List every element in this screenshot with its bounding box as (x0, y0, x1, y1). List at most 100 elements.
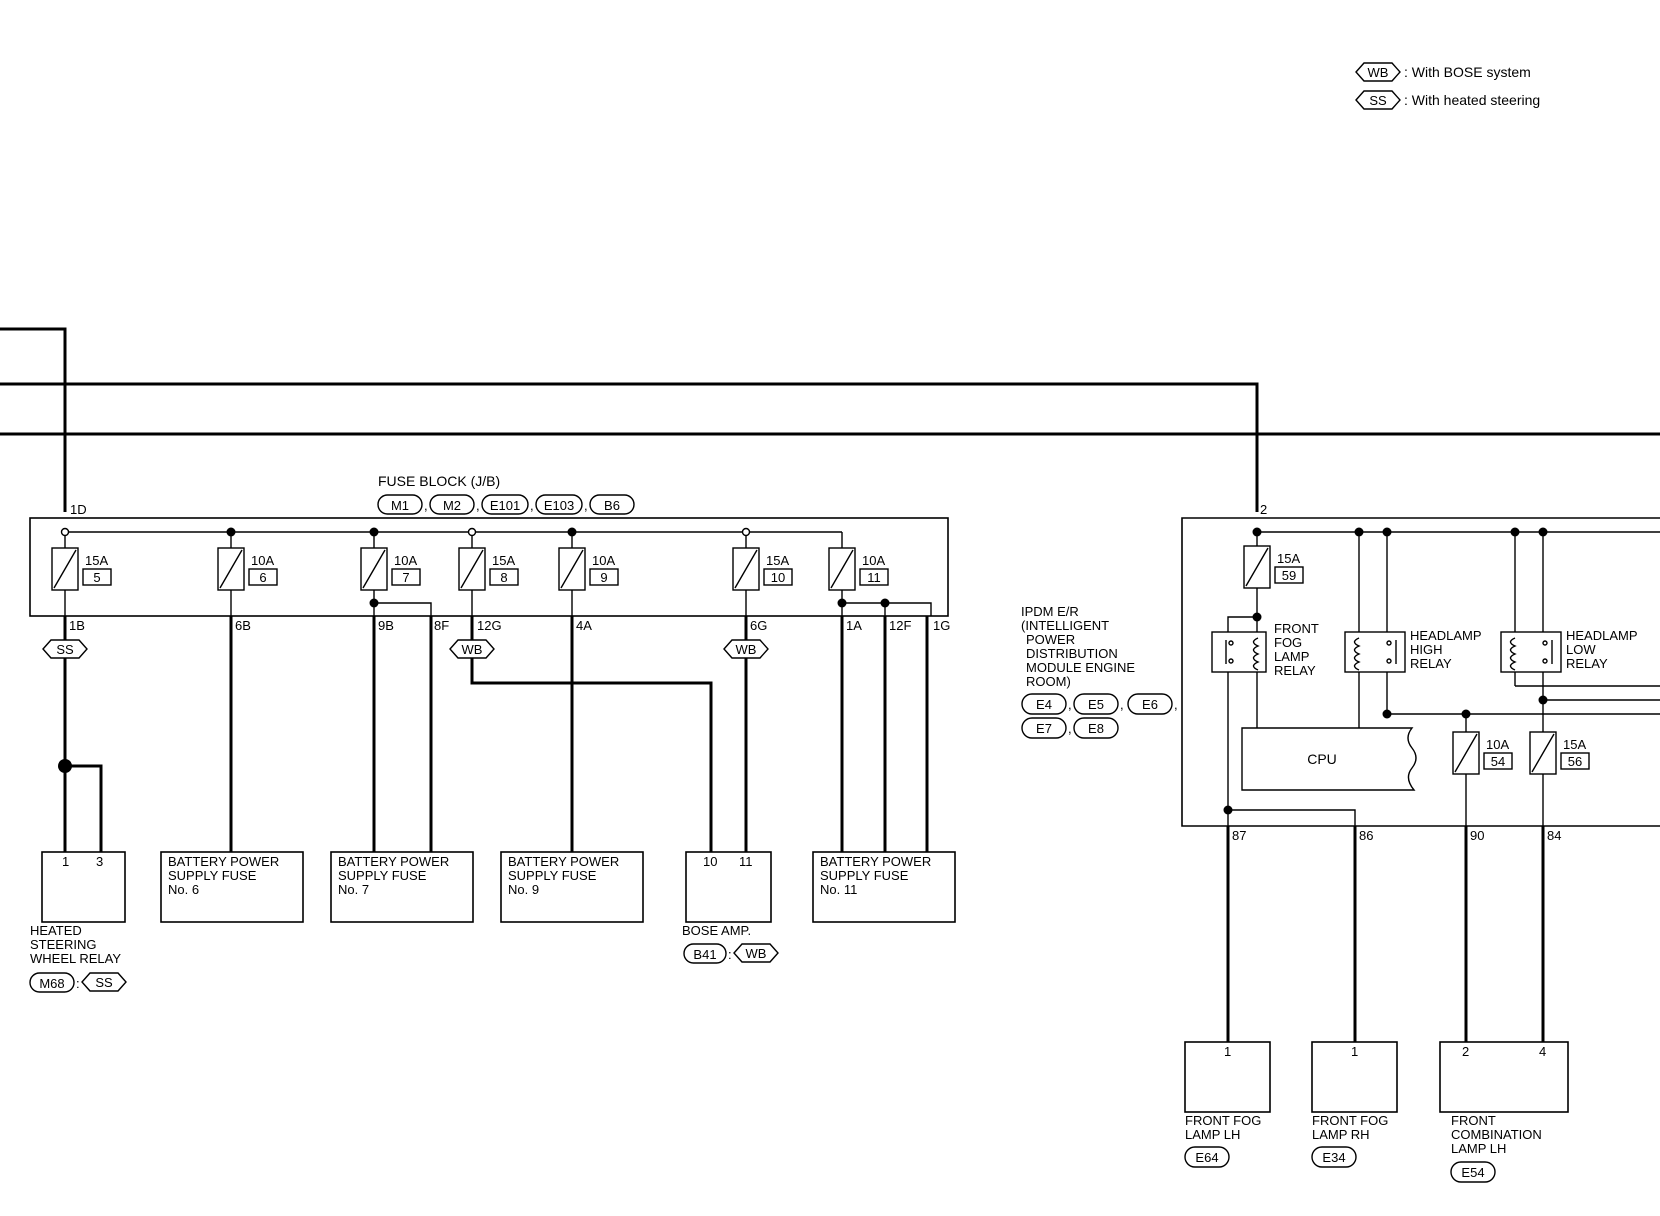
cpu-label: CPU (1307, 751, 1337, 767)
component-label: LAMP LH (1185, 1127, 1240, 1142)
tag-wb (733, 943, 779, 963)
connector-pill (1073, 693, 1119, 715)
terminal-label: 90 (1470, 828, 1484, 843)
pin-label: 1 (1351, 1044, 1358, 1059)
separator: , (1068, 697, 1072, 712)
tag-wb (449, 639, 495, 659)
connector-label: E34 (1322, 1150, 1345, 1165)
fuse-number-box (489, 568, 519, 586)
fuse-number: 54 (1491, 754, 1505, 769)
ipdm-label: IPDM E/R (INTELLIGENT POWER DISTRIBUTION… (1021, 604, 1135, 689)
fuse-rating: 15A (85, 553, 108, 568)
splice-dot (58, 759, 72, 773)
fuse-rating: 10A (251, 553, 274, 568)
junction-dot (567, 527, 577, 537)
terminal-label: 9B (378, 618, 394, 633)
lo-relay-symbol (1500, 631, 1562, 673)
battery-fuse-6: BATTERY POWER SUPPLY FUSE No. 6 (160, 851, 304, 923)
relay-label: LAMP (1274, 649, 1309, 664)
separator: : (76, 976, 80, 991)
relay-label: FRONT (1274, 621, 1319, 636)
separator: , (1068, 721, 1072, 736)
relay-label: RELAY (1566, 656, 1608, 671)
component-label: FRONT FOG (1185, 1113, 1261, 1128)
ipdm-label-line: ROOM) (1026, 674, 1071, 689)
battery-fuse-9-box (500, 851, 644, 923)
relay-coil (1252, 637, 1260, 671)
fuse-number: 10 (771, 570, 785, 585)
fuse-number: 9 (600, 570, 607, 585)
separator: , (530, 498, 534, 513)
pin-label: 4 (1539, 1044, 1546, 1059)
component-label: No. 11 (820, 882, 857, 897)
ipdm-label-line: DISTRIBUTION (1026, 646, 1118, 661)
fuse11-branch (842, 602, 932, 616)
fuse-rating: 15A (766, 553, 789, 568)
terminal-label: 1G (933, 618, 950, 633)
fuse7-branch (374, 602, 432, 616)
junction-dot (837, 598, 847, 608)
legend: WB : With BOSE system SS : With heated s… (1355, 62, 1540, 110)
connector-label: B6 (604, 498, 620, 513)
fuse-element (219, 549, 243, 589)
connector-label: E4 (1036, 697, 1052, 712)
legend-wb-tag (1355, 62, 1401, 82)
component-label: BOSE AMP. (682, 923, 751, 938)
connector-label: M2 (443, 498, 461, 513)
branch-wires (58, 616, 929, 852)
ipdm-box (1181, 517, 1660, 827)
fuse-block-connectors: M1 , M2 , E101 , E103 , B6 (377, 494, 635, 515)
connector-pill (29, 972, 75, 993)
fuse-element (1454, 733, 1478, 773)
combo-lamp-lh-box (1439, 1041, 1569, 1113)
fog-relay-branch (1228, 809, 1356, 826)
tag-wb (723, 639, 769, 659)
tag-ss (81, 972, 127, 992)
component-label: BATTERY POWER (168, 854, 279, 869)
terminal-label: 86 (1359, 828, 1373, 843)
legend-ss-code: SS (1369, 93, 1387, 108)
wire-supply-2 (0, 382, 1259, 512)
fuse-number: 6 (259, 570, 266, 585)
fuse-number: 59 (1282, 568, 1296, 583)
fuse-element (830, 549, 854, 589)
connector-label: E54 (1461, 1165, 1484, 1180)
tag-wb-label: WB (462, 642, 483, 657)
component-label: SUPPLY FUSE (338, 868, 427, 883)
terminal-label: 6B (235, 618, 251, 633)
fuse-element (362, 549, 386, 589)
connector-label: E64 (1195, 1150, 1218, 1165)
connector-label: E7 (1036, 721, 1052, 736)
connector-label: E8 (1088, 721, 1104, 736)
ipdm-output-wires (1226, 826, 1545, 1042)
terminal-label: 1B (69, 618, 85, 633)
battery-fuse-6-box (160, 851, 304, 923)
fuse-number-box (391, 568, 421, 586)
open-junction (60, 527, 70, 537)
ipdm-terminal-2: 2 (1260, 502, 1267, 517)
terminal-label: 8F (434, 618, 449, 633)
legend-ss-text: : With heated steering (1404, 92, 1540, 108)
relay-contact-dot (1228, 658, 1234, 664)
relay-contact-dot (1542, 658, 1548, 664)
junction-dot (369, 598, 379, 608)
tag-ss (42, 639, 88, 659)
component-label: LAMP LH (1451, 1141, 1506, 1156)
component-label: SUPPLY FUSE (820, 868, 909, 883)
fuse-number-box (82, 568, 112, 586)
ipdm-label-line: MODULE ENGINE (1026, 660, 1135, 675)
connector-pill (1311, 1146, 1357, 1168)
legend-wb-code: WB (1368, 65, 1389, 80)
separator: , (1174, 697, 1178, 712)
component-label: No. 6 (168, 882, 199, 897)
hi-relay-symbol (1344, 631, 1406, 673)
connector-pill (1021, 693, 1067, 715)
terminal-label: 12F (889, 618, 911, 633)
component-label: FRONT (1451, 1113, 1496, 1128)
terminal-label: 1A (846, 618, 862, 633)
ipdm-label-line: POWER (1026, 632, 1075, 647)
